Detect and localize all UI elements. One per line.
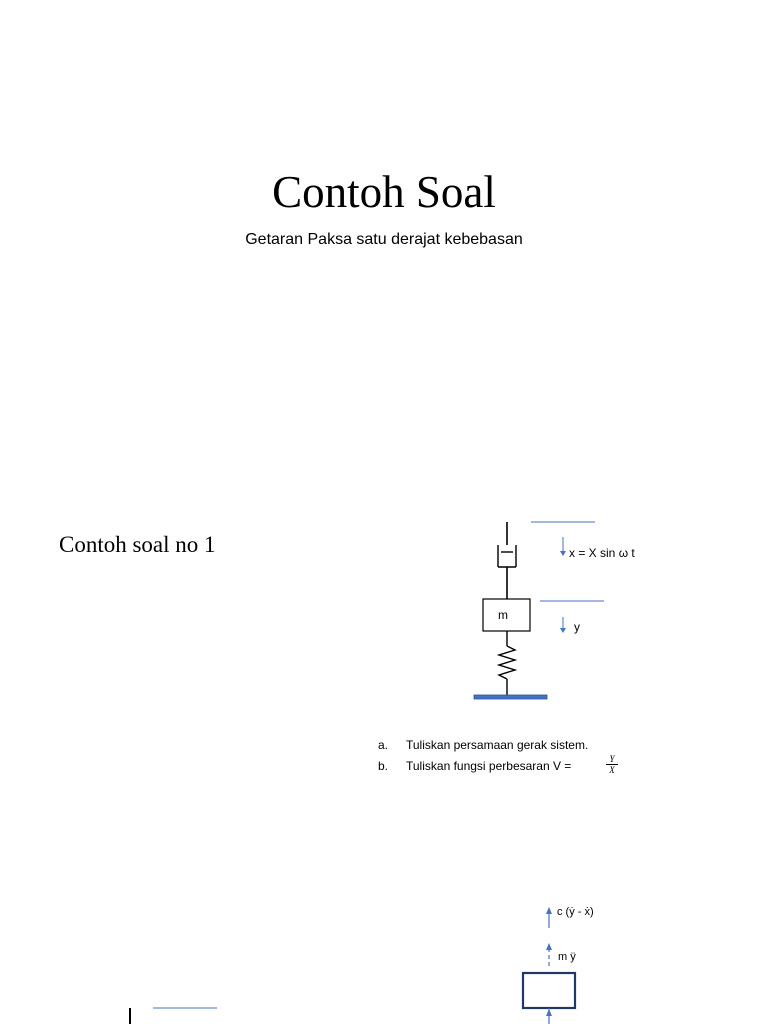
task-item-a: a. Tuliskan persamaan gerak sistem. xyxy=(378,738,588,752)
excitation-label: x = X sin ω t xyxy=(569,546,635,560)
inertia-force-label: m ÿ xyxy=(558,951,576,963)
task-text: Tuliskan persamaan gerak sistem. xyxy=(406,738,589,752)
magnification-fraction: Y X xyxy=(606,754,618,775)
damper-icon xyxy=(497,545,517,599)
mass-label: m xyxy=(498,608,508,622)
damper-force-label: c (ẏ - ẋ) xyxy=(557,906,594,918)
free-body-mass-box xyxy=(521,971,577,1010)
task-letter: a. xyxy=(378,738,389,752)
fraction-numerator: Y xyxy=(606,754,618,765)
free-body-diagram xyxy=(521,907,577,1024)
response-label: y xyxy=(574,620,580,634)
fraction-denominator: X xyxy=(609,765,615,775)
slide-heading: Contoh soal no 1 xyxy=(59,532,216,557)
task-text: Tuliskan fungsi perbesaran V = xyxy=(406,759,572,773)
mass-box xyxy=(482,598,531,632)
spring-icon xyxy=(496,631,518,696)
ground xyxy=(473,694,548,700)
page-subtitle: Getaran Paksa satu derajat kebebasan xyxy=(245,231,523,248)
task-letter: b. xyxy=(378,759,389,773)
page-title: Contoh Soal xyxy=(272,167,496,217)
task-item-b: b. Tuliskan fungsi perbesaran V = xyxy=(378,759,571,773)
